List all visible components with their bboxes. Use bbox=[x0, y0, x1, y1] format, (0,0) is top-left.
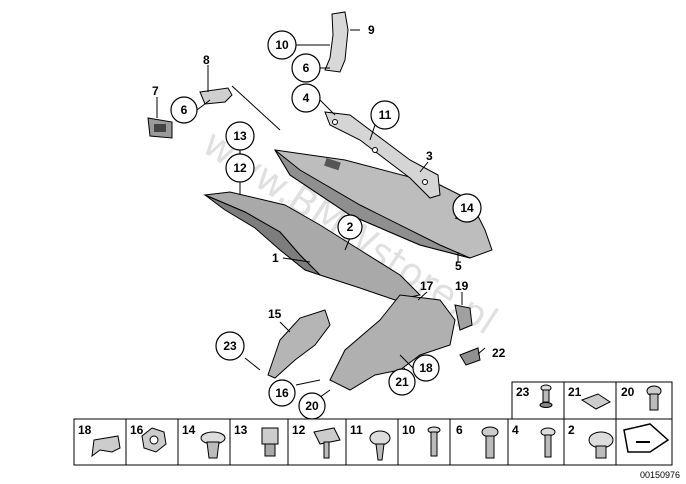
round-clip-icon bbox=[588, 431, 614, 459]
svg-text:11: 11 bbox=[379, 108, 392, 122]
leader-line bbox=[319, 99, 336, 116]
rear-shelf-panel-edge bbox=[274, 149, 471, 259]
leader-line bbox=[369, 124, 376, 141]
washer-screw-icon bbox=[540, 427, 556, 458]
hex-screw-icon bbox=[481, 426, 499, 459]
mounting-bracket-3 bbox=[324, 111, 441, 199]
cell-number: 23 bbox=[516, 385, 530, 399]
leader-line bbox=[419, 161, 429, 173]
svg-text:10: 10 bbox=[275, 38, 289, 52]
bracket-hole bbox=[422, 179, 428, 185]
svg-text:18: 18 bbox=[419, 361, 433, 375]
callout-6-top: 6 bbox=[291, 53, 321, 83]
cell-number: 14 bbox=[182, 423, 196, 437]
svg-text:14: 14 bbox=[460, 201, 474, 215]
svg-text:6: 6 bbox=[181, 103, 188, 117]
cell-number: 2 bbox=[568, 423, 575, 437]
badge-part-7-detail bbox=[154, 124, 166, 132]
leader-line bbox=[282, 257, 311, 263]
cell-number: 10 bbox=[402, 423, 416, 437]
cell-number: 11 bbox=[350, 423, 363, 437]
cell-number: 21 bbox=[568, 385, 582, 399]
cell-number: 20 bbox=[621, 385, 635, 399]
cover-panel-17 bbox=[329, 294, 456, 391]
label-7: 7 bbox=[152, 84, 159, 98]
nut-icon bbox=[141, 427, 167, 453]
bolt-icon bbox=[646, 385, 662, 411]
end-cap-19 bbox=[454, 304, 473, 331]
self-tapping-screw-icon bbox=[427, 426, 441, 457]
label-3: 3 bbox=[426, 149, 433, 163]
leader-line bbox=[417, 291, 428, 301]
svg-text:2: 2 bbox=[347, 220, 354, 234]
bracket-hole bbox=[372, 147, 378, 153]
callout-13: 13 bbox=[225, 121, 255, 151]
leader-line bbox=[279, 321, 291, 333]
label-19: 19 bbox=[455, 279, 469, 293]
svg-text:23: 23 bbox=[223, 339, 237, 353]
leader-line bbox=[196, 99, 211, 111]
clip-22 bbox=[459, 347, 481, 366]
callout-2: 2 bbox=[337, 214, 363, 240]
cell-number: 13 bbox=[234, 423, 248, 437]
callout-18: 18 bbox=[412, 354, 440, 382]
shelf-clip-slot bbox=[324, 158, 341, 171]
callout-10: 10 bbox=[267, 30, 297, 60]
svg-text:20: 20 bbox=[305, 399, 319, 413]
leader-line bbox=[344, 237, 351, 251]
cell-number: 12 bbox=[292, 423, 306, 437]
small-bracket-9 bbox=[324, 11, 349, 73]
cell-number: 18 bbox=[78, 423, 92, 437]
parts-table-bottom: 18 16 14 13 12 11 10 6 4 2 bbox=[73, 418, 673, 466]
expanding-nut-icon bbox=[261, 427, 279, 457]
callout-21: 21 bbox=[388, 368, 416, 396]
side-trim-15 bbox=[267, 309, 331, 379]
cell-number: 6 bbox=[456, 423, 463, 437]
clip-plate-icon bbox=[580, 393, 611, 410]
label-9: 9 bbox=[368, 23, 375, 37]
fir-tree-clip-icon bbox=[369, 430, 391, 461]
callout-23: 23 bbox=[215, 331, 245, 361]
svg-text:13: 13 bbox=[233, 129, 247, 143]
parts-table-top: 23 21 20 bbox=[511, 381, 673, 420]
push-rivet-icon bbox=[200, 431, 226, 459]
label-22: 22 bbox=[492, 346, 506, 360]
screw-icon bbox=[539, 384, 553, 408]
screw-with-plate-icon bbox=[313, 427, 341, 459]
callout-16: 16 bbox=[268, 379, 296, 407]
leader-line bbox=[399, 354, 414, 369]
callout-11: 11 bbox=[370, 100, 400, 130]
svg-text:6: 6 bbox=[303, 61, 310, 75]
svg-text:21: 21 bbox=[395, 375, 409, 389]
label-1: 1 bbox=[272, 251, 279, 265]
callout-4: 4 bbox=[291, 83, 321, 113]
cell-number: 4 bbox=[512, 423, 519, 437]
label-17: 17 bbox=[420, 279, 434, 293]
cell-number: 16 bbox=[130, 423, 144, 437]
callout-20: 20 bbox=[298, 392, 326, 420]
svg-text:12: 12 bbox=[233, 161, 247, 175]
clip-18-icon bbox=[91, 435, 121, 458]
leader-line bbox=[231, 85, 281, 131]
small-bracket-8 bbox=[199, 87, 233, 105]
bracket-hole bbox=[332, 119, 338, 125]
callout-14: 14 bbox=[452, 193, 482, 223]
diagram-id-code: 00150976 bbox=[640, 470, 680, 480]
svg-text:16: 16 bbox=[275, 386, 289, 400]
callout-12: 12 bbox=[225, 153, 255, 183]
leader-line bbox=[477, 347, 486, 355]
label-15: 15 bbox=[268, 307, 282, 321]
label-8: 8 bbox=[203, 53, 210, 67]
arrow-icon bbox=[623, 423, 670, 453]
label-5: 5 bbox=[455, 259, 462, 273]
lower-trim-panel-shadow bbox=[204, 194, 321, 276]
leader-line bbox=[244, 357, 261, 371]
leader-line bbox=[295, 379, 321, 386]
svg-text:4: 4 bbox=[303, 91, 310, 105]
callout-6-left: 6 bbox=[170, 96, 198, 124]
